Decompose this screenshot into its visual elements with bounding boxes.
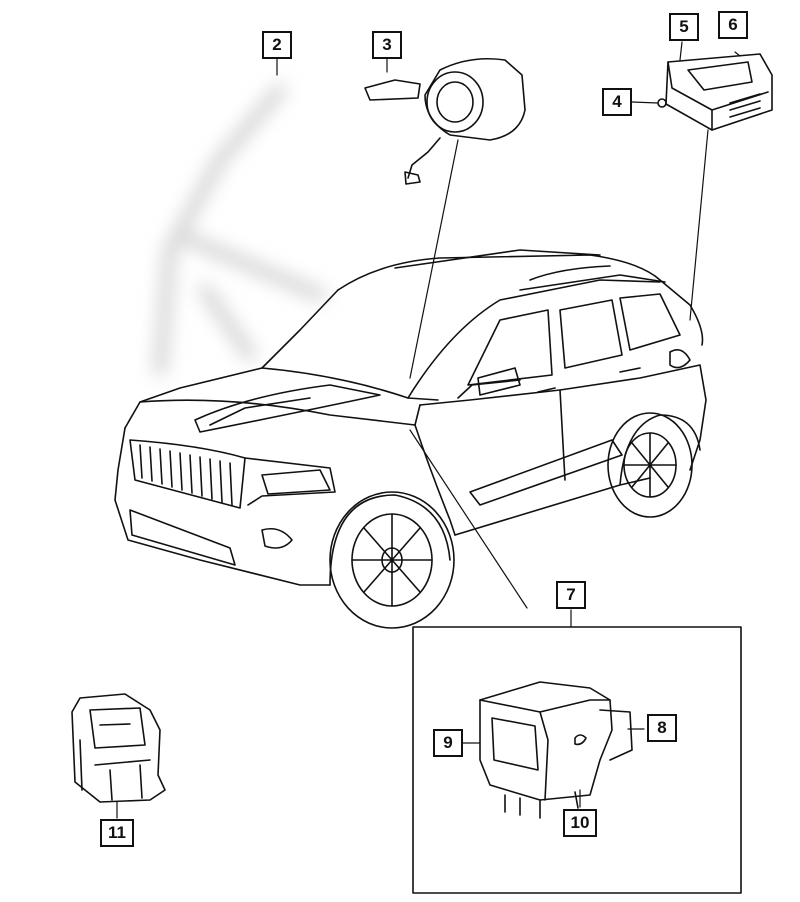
blurred-region <box>154 84 326 376</box>
vehicle-illustration <box>114 249 707 629</box>
control-module <box>657 53 773 131</box>
callout-11: 11 <box>100 819 134 847</box>
clockspring-module <box>364 57 526 185</box>
callout-6: 6 <box>718 11 748 39</box>
callout-8: 8 <box>647 714 677 742</box>
module-assembly-box <box>412 626 742 894</box>
callout-10: 10 <box>563 809 597 837</box>
mounting-bracket <box>71 693 166 803</box>
callout-2: 2 <box>262 31 292 59</box>
callout-7: 7 <box>556 581 586 609</box>
leader-lines <box>116 41 741 819</box>
callout-5: 5 <box>669 13 699 41</box>
callout-9: 9 <box>433 729 463 757</box>
callout-4: 4 <box>602 88 632 116</box>
callout-3: 3 <box>372 31 402 59</box>
